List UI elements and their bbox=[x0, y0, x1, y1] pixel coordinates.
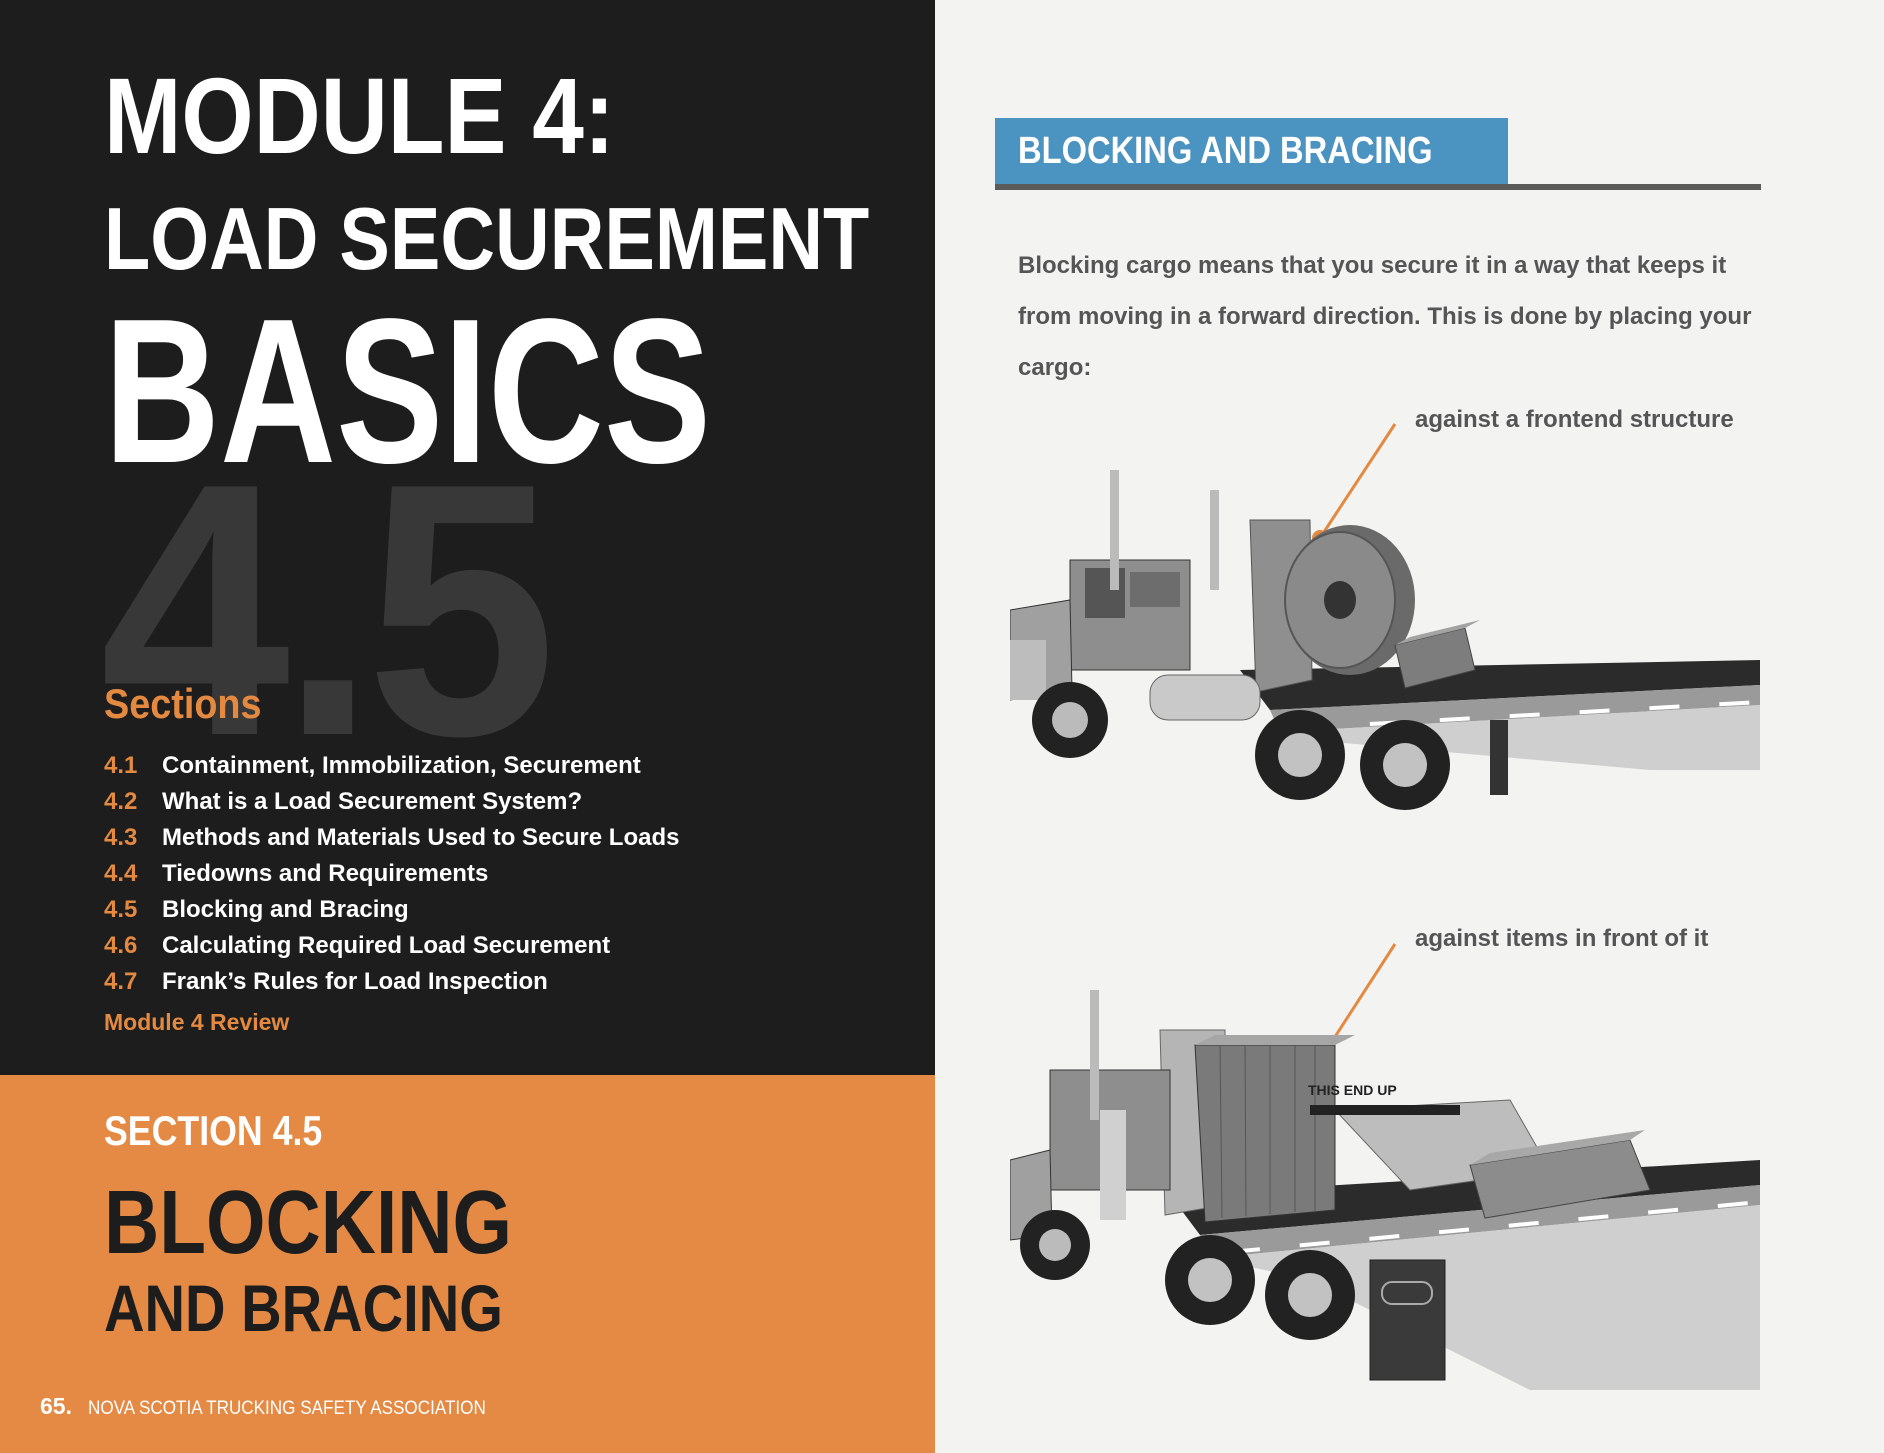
module-cover-panel: 4.5 MODULE 4: LOAD SECUREMENT BASICS Sec… bbox=[0, 0, 935, 1453]
section-label: Tiedowns and Requirements bbox=[162, 860, 489, 887]
organization-name: NOVA SCOTIA TRUCKING SAFETY ASSOCIATION bbox=[87, 1398, 486, 1419]
crate-label: THIS END UP bbox=[1308, 1082, 1397, 1098]
content-header: BLOCKING AND BRACING bbox=[1018, 130, 1433, 172]
section-number: 4.7 bbox=[104, 968, 138, 995]
section-item[interactable]: 4.5 Blocking and Bracing bbox=[104, 892, 679, 928]
section-item[interactable]: 4.4 Tiedowns and Requirements bbox=[104, 856, 679, 892]
page-footer: 65. NOVA SCOTIA TRUCKING SAFETY ASSOCIAT… bbox=[40, 1393, 530, 1420]
section-label: Calculating Required Load Securement bbox=[162, 932, 611, 959]
sections-list: 4.1 Containment, Immobilization, Secureme… bbox=[104, 748, 679, 1000]
section-item[interactable]: 4.3 Methods and Materials Used to Secure … bbox=[104, 820, 679, 856]
section-number-watermark: 4.5 bbox=[100, 409, 556, 811]
module-review-link[interactable]: Module 4 Review bbox=[104, 1009, 290, 1035]
callout-items-in-front: against items in front of it bbox=[1415, 925, 1709, 952]
section-number: 4.2 bbox=[104, 788, 138, 815]
section-label: Methods and Materials Used to Secure Loa… bbox=[162, 824, 680, 851]
module-title-line1: MODULE 4: bbox=[104, 55, 615, 176]
module-title-line3: BASICS bbox=[104, 276, 712, 506]
section-label: Frank’s Rules for Load Inspection bbox=[162, 968, 548, 995]
section-item[interactable]: 4.7 Frank’s Rules for Load Inspection bbox=[104, 964, 679, 1000]
header-rule bbox=[995, 184, 1761, 190]
section-number: 4.4 bbox=[104, 860, 138, 887]
page-number: 65. bbox=[40, 1393, 72, 1419]
section-banner bbox=[0, 1075, 935, 1453]
truck-illustration-frontend bbox=[1010, 470, 1761, 810]
section-item[interactable]: 4.6 Calculating Required Load Securement bbox=[104, 928, 679, 964]
section-item[interactable]: 4.2 What is a Load Securement System? bbox=[104, 784, 679, 820]
intro-paragraph: Blocking cargo means that you secure it … bbox=[1018, 252, 1752, 381]
section-banner-label: SECTION 4.5 bbox=[104, 1107, 323, 1154]
section-item[interactable]: 4.1 Containment, Immobilization, Secureme… bbox=[104, 748, 679, 784]
content-header-bar bbox=[995, 118, 1508, 184]
section-label: What is a Load Securement System? bbox=[162, 788, 583, 815]
callout-frontend-structure: against a frontend structure bbox=[1415, 406, 1734, 433]
section-banner-title-line2: AND BRACING bbox=[104, 1271, 503, 1345]
section-number: 4.3 bbox=[104, 824, 138, 851]
section-label: Blocking and Bracing bbox=[162, 896, 409, 923]
truck-illustration-items: THIS END UP bbox=[1010, 990, 1761, 1390]
section-number: 4.5 bbox=[104, 896, 138, 923]
section-banner-title-line1: BLOCKING bbox=[104, 1173, 512, 1273]
section-number: 4.1 bbox=[104, 752, 138, 779]
sections-heading: Sections bbox=[104, 680, 262, 727]
section-label: Containment, Immobilization, Securement bbox=[162, 752, 641, 779]
module-title-line2: LOAD SECUREMENT bbox=[104, 189, 870, 288]
section-number: 4.6 bbox=[104, 932, 138, 959]
